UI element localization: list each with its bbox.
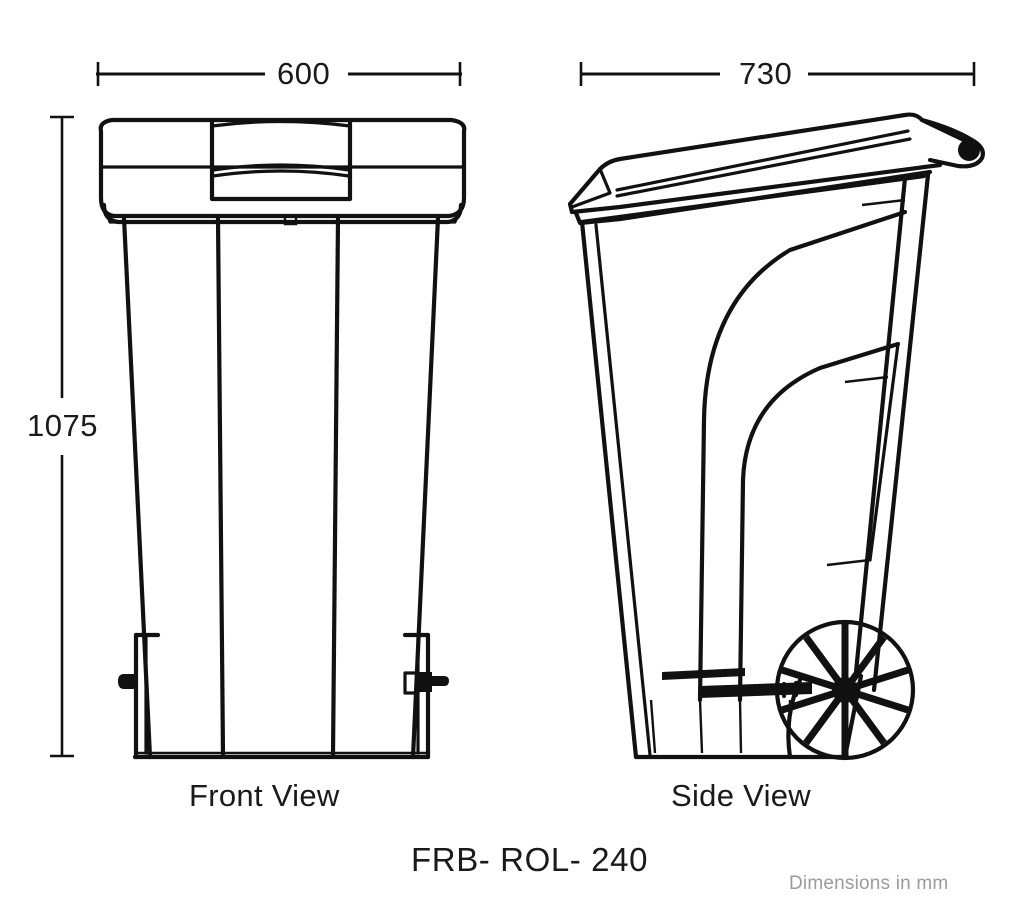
front-handle-inner-curve	[211, 163, 351, 172]
side-body-front-wall-inner	[594, 223, 652, 757]
side-lid-seam	[615, 129, 910, 192]
side-hinge-pin	[958, 139, 980, 161]
side-view-drawing	[567, 112, 985, 761]
side-base-divider-3	[738, 699, 743, 754]
side-recess-inner-curve	[737, 341, 901, 703]
side-lid-top	[567, 112, 971, 207]
dimension-1075-group	[50, 115, 74, 758]
dimension-730-label: 730	[739, 56, 793, 91]
side-lid-hinge-boss	[919, 117, 985, 169]
side-recess-right-edge	[868, 342, 900, 562]
dimension-600-label: 600	[277, 56, 331, 91]
side-wheel-arch	[786, 677, 803, 760]
front-lid-bottom-edge	[101, 202, 464, 225]
front-axle-pin-right	[418, 672, 449, 692]
front-body-rib-right	[330, 216, 341, 758]
side-body-back-rail-outer	[871, 172, 931, 693]
side-back-rail-tie-mid	[844, 375, 889, 384]
front-handle-block	[209, 119, 353, 202]
side-recess-outer-curve	[697, 209, 908, 703]
side-body-front-wall-outer	[579, 219, 639, 760]
side-body-top-rim	[579, 173, 927, 225]
side-back-rail-tie-low	[826, 558, 871, 567]
front-view-label: Front View	[189, 778, 340, 813]
side-back-rail-tie-top	[861, 198, 906, 207]
dimension-600-group	[96, 62, 462, 86]
front-lid-nub	[283, 216, 298, 226]
units-note: Dimensions in mm	[789, 873, 949, 894]
side-body-back-rail-inner	[853, 175, 908, 675]
side-axle-bar-upper	[662, 668, 745, 680]
dimension-1075-label: 1075	[27, 408, 98, 443]
front-axle-bracket-right	[403, 671, 420, 695]
dimension-730-group	[579, 62, 976, 86]
front-body-rib-left	[215, 216, 226, 758]
front-handle-top-curve	[210, 119, 352, 128]
side-wheel-rim	[774, 619, 916, 761]
side-base-divider-1	[649, 699, 657, 754]
side-lid-seam-2	[615, 137, 912, 198]
side-base-divider-2	[698, 699, 704, 754]
drawing-title: FRB- ROL- 240	[411, 841, 649, 878]
front-handle-inner-curve-2	[211, 169, 351, 178]
side-view-label: Side View	[671, 778, 811, 813]
front-view-drawing	[98, 117, 467, 760]
front-axle-stub-left	[118, 674, 138, 689]
side-lid-nose	[570, 167, 612, 209]
